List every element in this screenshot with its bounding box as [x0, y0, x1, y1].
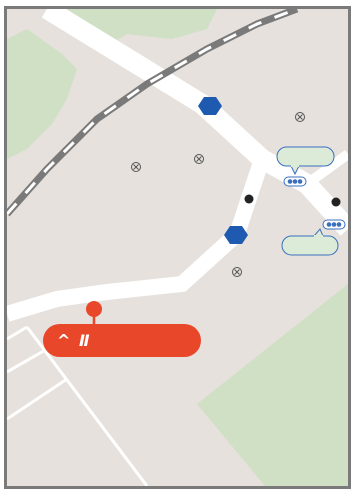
callout-bubble-2[interactable] [281, 228, 339, 256]
park-area-bottom-right [197, 284, 348, 486]
school-icon[interactable] [194, 154, 204, 164]
chevron-up-icon[interactable]: ^ [57, 330, 71, 350]
transit-dots-icon[interactable] [322, 219, 346, 230]
route-shield-icon[interactable] [224, 226, 248, 244]
selected-place-name: Ⅱ [79, 330, 90, 350]
side-road-east[interactable] [304, 149, 348, 189]
map-canvas[interactable] [7, 9, 348, 486]
callout-bubble-1[interactable] [276, 146, 335, 176]
minor-road-4[interactable] [7, 325, 28, 341]
minor-road-3[interactable] [7, 377, 68, 421]
main-road-south[interactable] [7, 156, 270, 322]
point-of-interest-dot[interactable] [331, 197, 341, 207]
minor-road-1[interactable] [25, 326, 149, 486]
route-shield-icon[interactable] [198, 97, 222, 115]
park-area-left [7, 29, 77, 159]
minor-road-2[interactable] [7, 347, 48, 374]
selected-place-label[interactable]: ^ Ⅱ [43, 324, 201, 357]
school-icon[interactable] [295, 112, 305, 122]
railway-line-dashes [7, 9, 298, 215]
school-icon[interactable] [131, 162, 141, 172]
map-frame[interactable]: ^ Ⅱ [4, 6, 351, 489]
school-icon[interactable] [232, 267, 242, 277]
point-of-interest-dot[interactable] [244, 194, 254, 204]
transit-dots-icon[interactable] [283, 176, 307, 187]
